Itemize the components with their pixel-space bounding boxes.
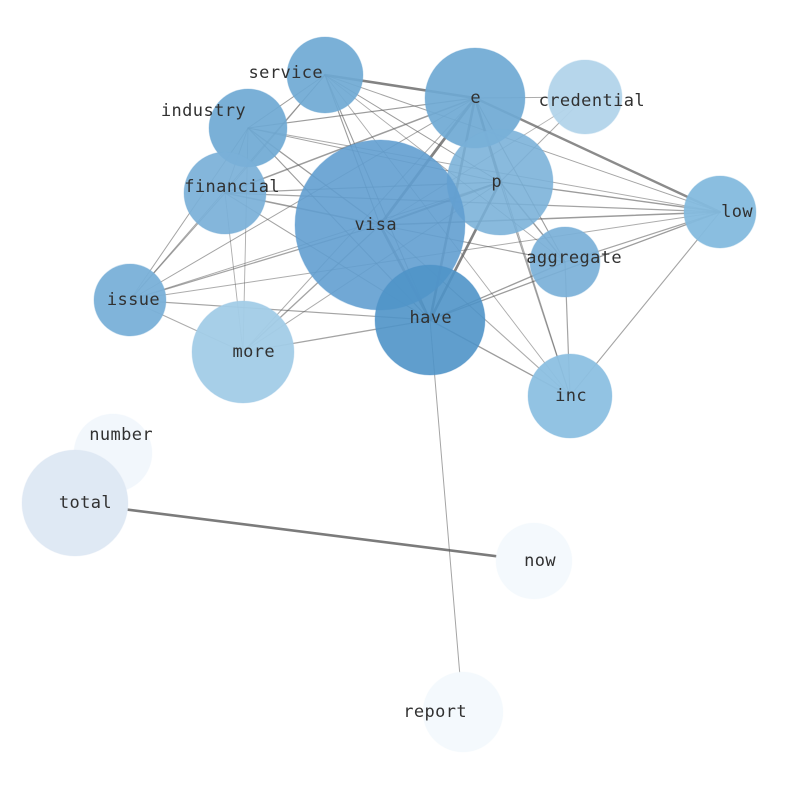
- graph-node-label-visa: visa: [354, 215, 397, 235]
- graph-node-label-service: service: [249, 63, 323, 83]
- graph-node-label-report: report: [403, 702, 467, 722]
- graph-node-credential[interactable]: [547, 59, 623, 135]
- graph-node-low[interactable]: [683, 175, 757, 249]
- graph-node-label-issue: issue: [107, 290, 160, 310]
- graph-node-label-industry: industry: [161, 101, 246, 121]
- nodes-layer: [21, 36, 757, 753]
- graph-node-label-aggregate: aggregate: [526, 248, 622, 268]
- graph-node-label-credential: credential: [539, 91, 645, 111]
- graph-node-label-more: more: [232, 342, 275, 362]
- graph-node-label-financial: financial: [184, 177, 280, 197]
- graph-node-label-low: low: [721, 202, 753, 222]
- graph-node-label-have: have: [409, 308, 452, 328]
- graph-node-label-total: total: [59, 493, 112, 513]
- graph-edge: [324, 74, 566, 263]
- graph-node-label-inc: inc: [555, 386, 587, 406]
- graph-node-have[interactable]: [374, 264, 486, 376]
- graph-node-report[interactable]: [422, 671, 504, 753]
- graph-node-financial[interactable]: [183, 151, 267, 235]
- graph-node-label-e: e: [470, 88, 481, 108]
- graph-node-aggregate[interactable]: [529, 226, 601, 298]
- graph-node-inc[interactable]: [527, 353, 613, 439]
- graph-node-label-p: p: [491, 172, 502, 192]
- graph-edge: [429, 319, 464, 713]
- graph-node-issue[interactable]: [93, 263, 167, 337]
- graph-node-label-number: number: [89, 425, 153, 445]
- graph-node-service[interactable]: [286, 36, 364, 114]
- graph-node-label-now: now: [524, 551, 556, 571]
- graph-edge: [73, 501, 536, 563]
- graph-node-total[interactable]: [21, 449, 129, 557]
- graph-node-now[interactable]: [495, 522, 573, 600]
- graph-node-more[interactable]: [191, 300, 295, 404]
